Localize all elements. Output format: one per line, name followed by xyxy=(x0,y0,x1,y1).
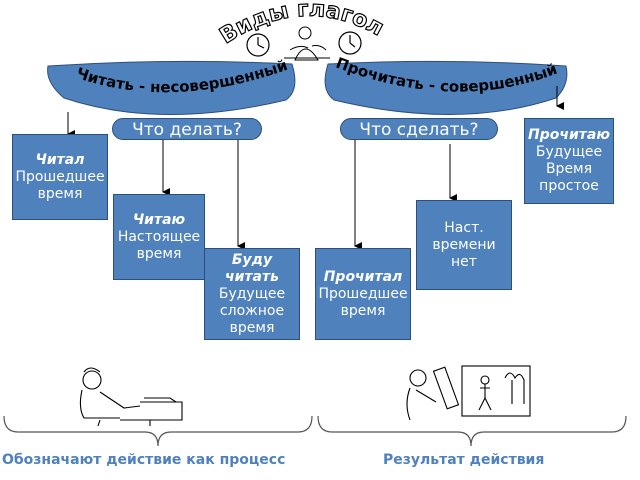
verb-label: Читал xyxy=(35,151,85,168)
connector-arrows xyxy=(67,86,564,250)
caption-result: Результат действия xyxy=(383,452,545,468)
brace-left xyxy=(3,415,313,447)
banner-right xyxy=(324,60,568,115)
tense-label: время xyxy=(136,245,182,262)
tense-label: время xyxy=(229,319,275,336)
box-chital: Читал Прошедшее время xyxy=(12,134,108,220)
diagram-title: Виды глагола xyxy=(0,0,388,49)
box-budu-chitat: Буду читать Будущее сложное время xyxy=(204,248,300,340)
tense-label: нет xyxy=(451,253,477,270)
box-nast-net: Наст. времени нет xyxy=(416,200,512,290)
tense-label: Настоящее xyxy=(117,228,201,245)
question-left: Что делать? xyxy=(112,118,262,140)
tense-label: Прошедшее xyxy=(318,285,408,302)
verb-label: Буду xyxy=(231,251,273,268)
person-with-clock-icon xyxy=(284,26,330,61)
tense-label: время xyxy=(340,302,386,319)
tense-label: Будущее xyxy=(535,144,603,160)
tense-label: простое xyxy=(539,178,599,194)
tense-label: время xyxy=(37,185,83,202)
caption-process: Обозначают действие как процесс xyxy=(2,452,286,468)
verb-label: Читаю xyxy=(132,211,186,228)
clock-icon xyxy=(246,33,270,57)
tense-label: Будущее xyxy=(218,285,286,302)
banner-left xyxy=(47,60,296,115)
box-prochital: Прочитал Прошедшее время xyxy=(315,248,411,340)
brace-right xyxy=(317,415,627,447)
clock-icon xyxy=(338,31,362,55)
tense-label: времени xyxy=(432,236,496,253)
box-chitayu: Читаю Настоящее время xyxy=(113,194,205,280)
verb-label: Прочитал xyxy=(323,268,403,285)
tense-label: сложное xyxy=(219,302,285,319)
tense-label: Наст. xyxy=(444,219,484,236)
verb-label: Прочитаю xyxy=(528,127,610,143)
verb-label: читать xyxy=(225,268,279,285)
box-prochitayu: Прочитаю Будущее Время простое xyxy=(524,118,614,204)
tense-label: Прошедшее xyxy=(15,168,105,185)
question-right: Что сделать? xyxy=(340,118,498,140)
person-with-picture-icon xyxy=(406,365,531,421)
tense-label: Время xyxy=(545,161,593,177)
reading-person-icon xyxy=(79,367,183,427)
